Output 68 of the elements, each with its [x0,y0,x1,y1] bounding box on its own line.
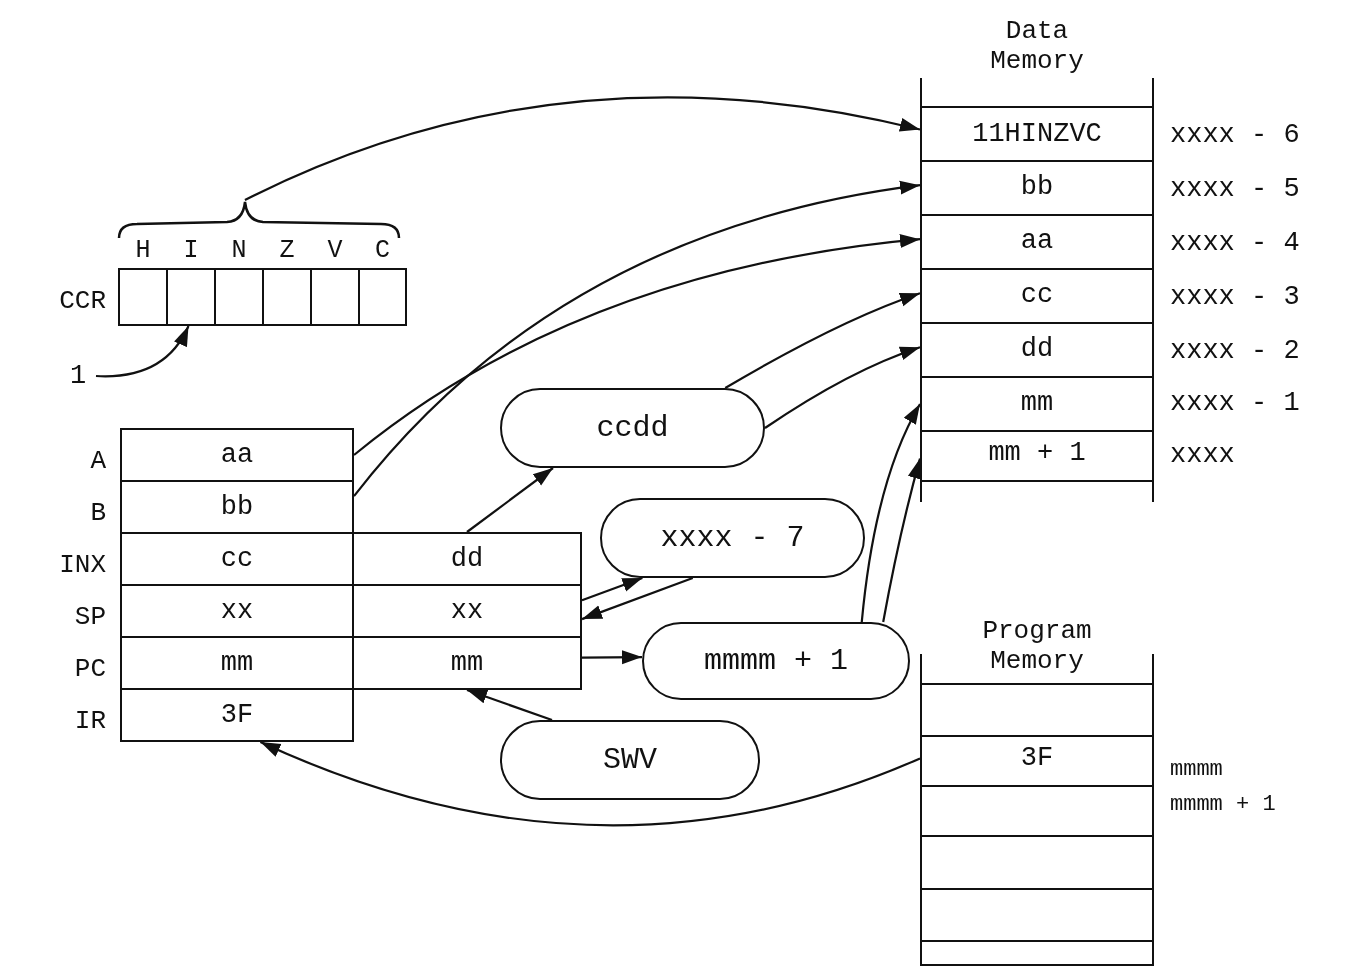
operation-text: ccdd [595,412,670,444]
cell-value: mm [1019,387,1055,419]
register-name: INX [58,550,106,580]
cell-value: dd [449,543,485,575]
operation-text: mmmm + 1 [703,645,849,677]
address-label: xxxx - 6 [1170,120,1301,150]
operation-text: xxxx - 7 [659,522,806,554]
cell-value: mm [219,647,255,679]
memory-cell [920,106,1154,162]
operation-text: SWV [602,744,658,776]
cell-value: cc [1019,279,1055,311]
address-label: mmmm + 1 [1170,791,1277,819]
register-cell [120,480,354,534]
cell-value: aa [1019,225,1055,257]
cell-value: bb [219,491,255,523]
register-name: A [89,446,106,476]
cell-value: mm [449,647,485,679]
arrow [353,181,921,497]
register-name: SP [73,602,106,632]
register-cell [352,636,582,690]
cell-value: xx [219,595,255,627]
address-label: xxxx - 4 [1170,228,1301,258]
memory-title: Data Memory [989,16,1085,76]
flag-name: N [230,236,248,266]
cell-value: 11HINZVC [971,118,1103,150]
register-name: B [89,498,106,528]
cell-value: 3F [1019,742,1055,774]
register-cell [120,428,354,482]
cell-value: dd [1019,333,1055,365]
flag-name: C [374,236,391,266]
arrow [581,576,643,602]
register-name: CCR [58,286,106,316]
address-label: xxxx [1170,440,1236,470]
memory-cell [920,683,1154,737]
address-label: xxxx - 3 [1170,282,1301,312]
flag-name: H [134,236,152,266]
arrow [353,234,921,456]
cell-value: aa [219,439,255,471]
cell-value: bb [1019,171,1055,203]
cell-value: xx [449,595,485,627]
register-cell [120,688,354,742]
arrow [582,650,642,665]
arrow [95,325,190,378]
flag-name: V [326,236,344,266]
arrow [466,688,553,722]
arrow [764,346,921,429]
register-name: IR [73,706,106,736]
arrow [244,96,921,201]
arrow [259,741,921,827]
flag-register [115,200,407,326]
cell-value: mm + 1 [987,437,1087,469]
address-label: mmmm [1170,756,1224,784]
arrow [860,403,921,623]
value-label: 1 [68,360,88,392]
cell-value: 3F [219,699,255,731]
address-label: xxxx - 2 [1170,336,1301,366]
arrow [724,292,921,389]
register-cell [352,532,582,586]
cell-value: cc [219,543,255,575]
memory-title: Program Memory [981,616,1093,676]
flag-name: Z [278,236,296,266]
flag-name: I [182,236,200,266]
address-label: xxxx - 1 [1170,388,1301,418]
address-label: xxxx - 5 [1170,174,1301,204]
register-name: PC [73,654,106,684]
arrow [581,576,694,621]
arrow [466,467,554,533]
arrow [882,458,922,623]
